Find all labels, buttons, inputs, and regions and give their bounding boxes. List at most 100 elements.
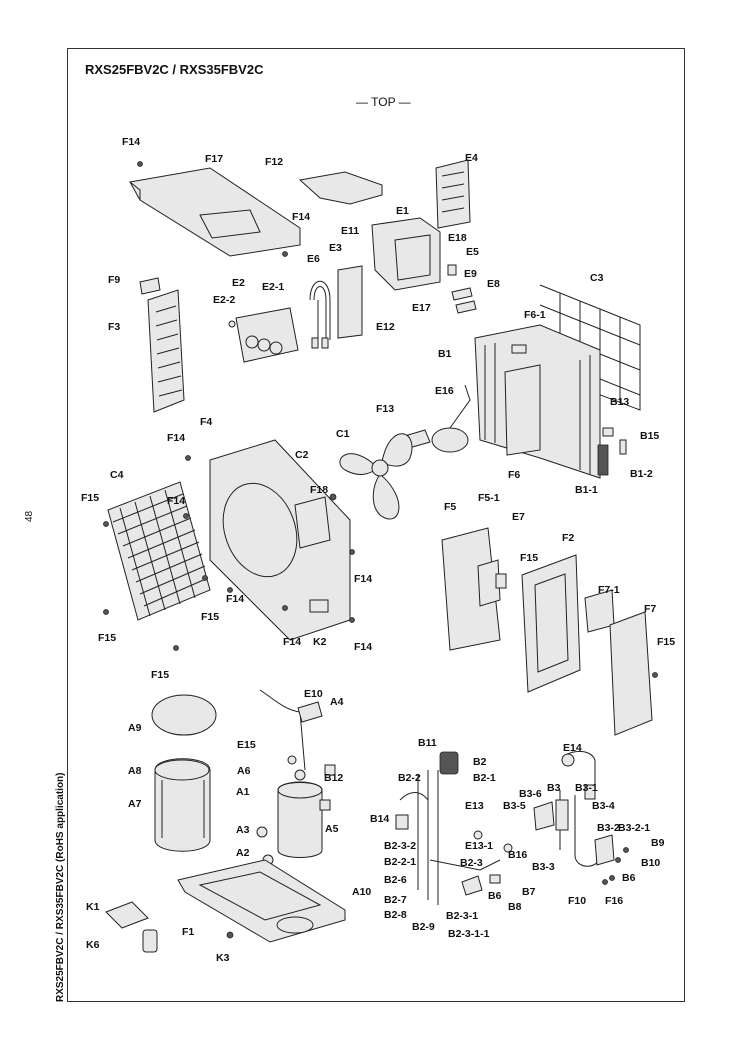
part-label-8: E6 (307, 253, 320, 265)
part-label-47: F15 (98, 632, 116, 644)
part-label-62: A7 (128, 798, 142, 810)
part-label-102: B6 (622, 872, 636, 884)
part-label-12: E8 (487, 278, 500, 290)
top-panel-f17 (129, 161, 301, 257)
piping-b2 (395, 751, 513, 905)
part-label-81: B16 (508, 849, 527, 861)
part-label-52: F15 (657, 636, 675, 648)
part-label-79: B2-2-1 (384, 856, 416, 868)
part-label-55: A4 (330, 696, 344, 708)
part-label-94: B3-1 (575, 782, 598, 794)
part-label-67: F1 (182, 926, 194, 938)
part-label-28: F14 (167, 432, 185, 444)
part-label-100: B9 (651, 837, 665, 849)
part-label-64: A3 (236, 824, 250, 836)
part-label-98: B3-2 (597, 822, 620, 834)
part-label-14: E2-1 (262, 281, 284, 293)
part-label-49: F15 (201, 611, 219, 623)
part-label-17: E17 (412, 302, 431, 314)
sensor-parts-b (597, 427, 627, 476)
insulation-cap-a9 (151, 694, 217, 736)
part-label-95: B3-4 (592, 800, 615, 812)
part-label-104: F16 (605, 895, 623, 907)
part-label-76: B14 (370, 813, 389, 825)
page-title: RXS25FBV2C / RXS35FBV2C (85, 62, 264, 77)
part-label-43: F7-1 (598, 584, 620, 596)
board-e2 (228, 307, 299, 363)
part-label-50: K2 (313, 636, 327, 648)
part-label-85: B2-9 (412, 921, 435, 933)
part-label-54: E10 (304, 688, 323, 700)
part-label-97: B3-3 (532, 861, 555, 873)
part-label-6: E1 (396, 205, 409, 217)
part-label-103: F10 (568, 895, 586, 907)
part-label-84: B2-8 (384, 909, 407, 921)
harness-e6 (309, 280, 331, 349)
part-label-88: B6 (488, 890, 502, 902)
part-label-83: B2-7 (384, 894, 407, 906)
part-label-22: B1 (438, 348, 452, 360)
part-label-11: E9 (464, 268, 477, 280)
part-label-77: B2-3-2 (384, 840, 416, 852)
harness-e10 (259, 689, 323, 771)
part-label-7: E18 (448, 232, 467, 244)
clip-f9 (139, 277, 161, 295)
heat-exchanger-b1 (474, 324, 601, 479)
part-label-19: C3 (590, 272, 604, 284)
part-label-3: E4 (465, 152, 478, 164)
part-label-82: B2-6 (384, 874, 407, 886)
view-label: — TOP — (356, 95, 411, 109)
part-label-101: B10 (641, 857, 660, 869)
part-label-2: F12 (265, 156, 283, 168)
heatsink-e4 (435, 159, 471, 229)
cover-f7 (584, 589, 653, 736)
part-label-25: B13 (610, 396, 629, 408)
part-label-36: F15 (81, 492, 99, 504)
board-e3 (337, 265, 363, 339)
part-label-90: B8 (508, 901, 522, 913)
part-label-5: E11 (341, 225, 359, 237)
part-label-56: A9 (128, 722, 142, 734)
part-label-31: F6 (508, 469, 520, 481)
part-label-89: B7 (522, 886, 536, 898)
part-label-69: K6 (86, 939, 100, 951)
drawing-frame (67, 48, 685, 1002)
part-label-37: F14 (167, 495, 185, 507)
part-label-9: E3 (329, 242, 342, 254)
part-label-13: E2 (232, 277, 245, 289)
part-label-26: C1 (336, 428, 350, 440)
part-label-53: F15 (151, 669, 169, 681)
partition-f5 (441, 527, 507, 651)
part-label-0: F14 (122, 136, 140, 148)
part-label-60: A8 (128, 765, 142, 777)
control-box-e1 (371, 217, 441, 291)
nut-c2 (329, 493, 337, 501)
part-label-80: B2-3 (460, 857, 483, 869)
part-label-48: F14 (283, 636, 301, 648)
label-k2 (309, 599, 329, 613)
part-label-15: E2-2 (213, 294, 235, 306)
part-label-4: F14 (292, 211, 310, 223)
compressor-insulation-a7 (154, 758, 211, 852)
part-label-87: B2-3-1-1 (448, 928, 490, 940)
part-label-57: E15 (237, 739, 256, 751)
part-label-23: E16 (435, 385, 454, 397)
part-label-27: B15 (640, 430, 659, 442)
part-label-74: B2-2 (398, 772, 421, 784)
part-label-99: B3-2-1 (618, 822, 650, 834)
part-label-32: B1-2 (630, 468, 653, 480)
part-label-38: F5 (444, 501, 456, 513)
part-label-75: E13 (465, 800, 484, 812)
bottom-frame-f1 (177, 859, 346, 943)
part-label-40: E7 (512, 511, 525, 523)
part-label-61: A1 (236, 786, 250, 798)
part-label-34: C4 (110, 469, 124, 481)
part-label-93: B3-6 (519, 788, 542, 800)
part-label-68: K1 (86, 901, 100, 913)
part-label-58: A6 (237, 765, 251, 777)
part-label-1: F17 (205, 153, 223, 165)
part-label-10: E5 (466, 246, 479, 258)
part-label-33: B1-1 (575, 484, 598, 496)
